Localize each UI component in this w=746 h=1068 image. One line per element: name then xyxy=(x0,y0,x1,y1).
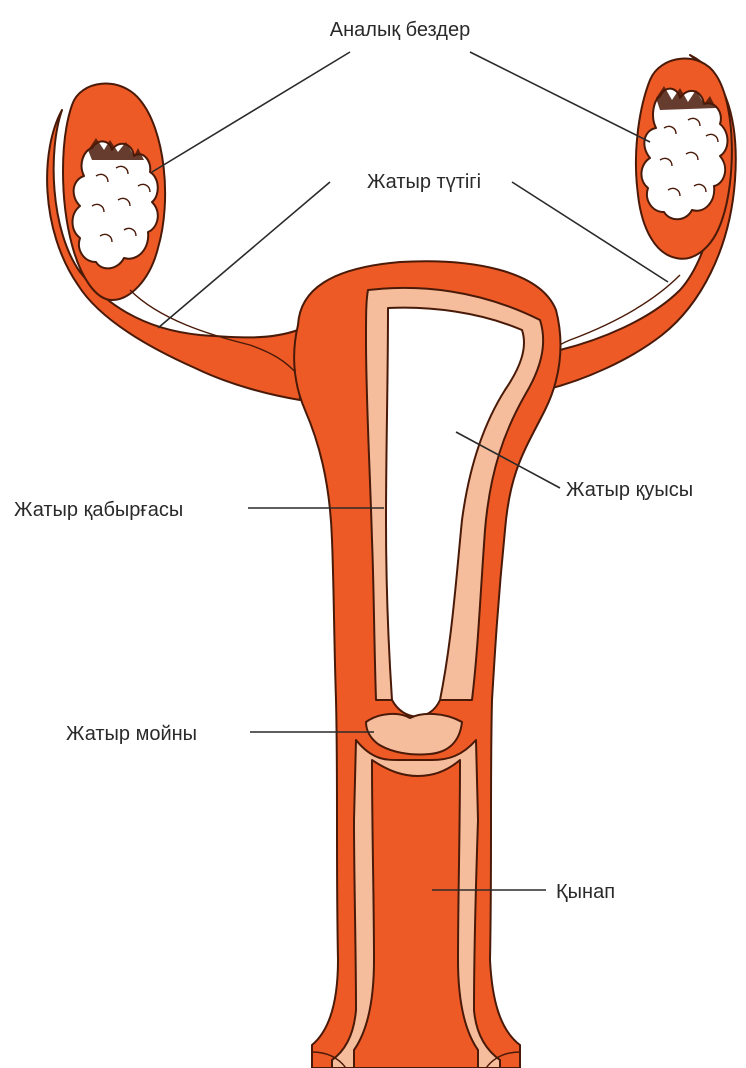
label-uterine-cavity: Жатыр қуысы xyxy=(566,479,693,501)
left-ovary-follicles xyxy=(73,141,158,268)
label-vagina: Қынап xyxy=(556,881,615,903)
left-tube-and-ovary xyxy=(47,84,300,400)
leader-ovary-left xyxy=(152,52,350,172)
label-uterine-wall: Жатыр қабырғасы xyxy=(14,499,183,521)
label-ovaries: Аналық бездер xyxy=(330,19,470,41)
label-cervix: Жатыр мойны xyxy=(66,723,197,745)
label-fallopian-tube: Жатыр түтігі xyxy=(367,171,481,193)
leader-ovary-right xyxy=(470,52,650,142)
right-tube-and-ovary xyxy=(540,55,736,390)
uterus xyxy=(294,261,560,1068)
